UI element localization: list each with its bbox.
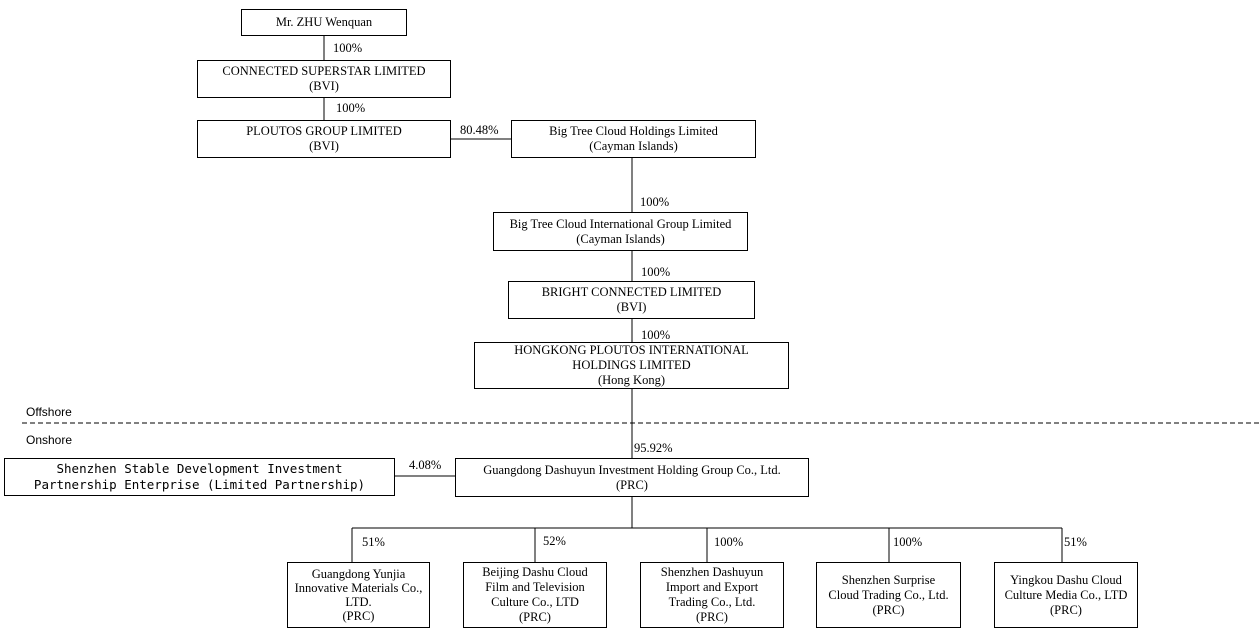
entity-ploutos-group: PLOUTOS GROUP LIMITED (BVI) [197, 120, 451, 158]
ownership-label: 4.08% [409, 458, 442, 472]
entity-jurisdiction: (PRC) [696, 610, 728, 624]
entity-name: Shenzhen Surprise [841, 572, 936, 587]
entity-jurisdiction: (BVI) [616, 300, 647, 314]
entity-shenzhen-surprise: Shenzhen Surprise Cloud Trading Co., Ltd… [816, 562, 961, 628]
entity-guangdong-yunjia: Guangdong Yunjia Innovative Materials Co… [287, 562, 430, 628]
ownership-label: 100% [336, 101, 366, 115]
ownership-label: 52% [543, 534, 566, 548]
entity-name: Mr. ZHU Wenquan [275, 15, 373, 29]
entity-name: PLOUTOS GROUP LIMITED [246, 124, 402, 138]
entity-beijing-dashu: Beijing Dashu Cloud Film and Television … [463, 562, 607, 628]
entity-name-cont: Import and Export [665, 580, 759, 594]
entity-big-tree-international: Big Tree Cloud International Group Limit… [493, 212, 748, 251]
entity-jurisdiction: (PRC) [1050, 602, 1082, 617]
entity-big-tree-holdings: Big Tree Cloud Holdings Limited (Cayman … [511, 120, 756, 158]
entity-guangdong-dashuyun: Guangdong Dashuyun Investment Holding Gr… [455, 458, 809, 497]
ownership-label: 51% [1064, 535, 1087, 549]
onshore-label: Onshore [26, 433, 73, 447]
entity-name-cont: Film and Television [485, 580, 585, 594]
entity-name: Shenzhen Stable Development Investment [56, 461, 343, 476]
entity-yingkou-dashu: Yingkou Dashu Cloud Culture Media Co., L… [994, 562, 1138, 628]
entity-name-cont: Trading Co., Ltd. [668, 595, 756, 609]
ownership-label: 100% [714, 535, 744, 549]
entity-name: CONNECTED SUPERSTAR LIMITED [222, 64, 426, 78]
entity-hongkong-ploutos: HONGKONG PLOUTOS INTERNATIONAL HOLDINGS … [474, 342, 789, 389]
entity-connected-superstar: CONNECTED SUPERSTAR LIMITED (BVI) [197, 60, 451, 98]
entity-name-cont: Partnership Enterprise (Limited Partners… [33, 477, 366, 492]
ownership-label: 51% [362, 535, 385, 549]
entity-jurisdiction: (Cayman Islands) [576, 231, 665, 246]
entity-name-cont: Innovative Materials Co., [294, 581, 423, 595]
entity-name-cont: HOLDINGS LIMITED [572, 358, 691, 372]
entity-bright-connected: BRIGHT CONNECTED LIMITED (BVI) [508, 281, 755, 319]
ownership-label: 100% [641, 328, 671, 342]
entity-name-cont: Cloud Trading Co., Ltd. [828, 587, 949, 602]
entity-name: Big Tree Cloud Holdings Limited [549, 124, 718, 138]
entity-shenzhen-dashuyun: Shenzhen Dashuyun Import and Export Trad… [640, 562, 784, 628]
entity-zhu-wenquan: Mr. ZHU Wenquan [241, 9, 407, 36]
ownership-label: 95.92% [634, 441, 673, 455]
ownership-label: 100% [640, 195, 670, 209]
entity-name-cont: LTD. [345, 595, 372, 609]
entity-name: Guangdong Dashuyun Investment Holding Gr… [483, 462, 781, 477]
entity-shenzhen-stable: Shenzhen Stable Development Investment P… [4, 458, 395, 496]
entity-name: HONGKONG PLOUTOS INTERNATIONAL [514, 343, 749, 357]
entity-jurisdiction: (PRC) [872, 602, 905, 617]
offshore-label: Offshore [26, 405, 72, 419]
entity-name: Yingkou Dashu Cloud [1010, 572, 1122, 587]
entity-jurisdiction: (PRC) [342, 609, 375, 623]
entity-name-cont: Culture Co., LTD [491, 595, 579, 609]
entity-name-cont: Culture Media Co., LTD [1004, 587, 1128, 602]
entity-jurisdiction: (BVI) [309, 79, 339, 93]
entity-name: Big Tree Cloud International Group Limit… [509, 216, 732, 231]
entity-jurisdiction: (BVI) [309, 139, 339, 153]
entity-jurisdiction: (Hong Kong) [597, 373, 665, 387]
entity-jurisdiction: (PRC) [519, 610, 551, 624]
entity-jurisdiction: (Cayman Islands) [589, 139, 678, 153]
entity-name: Beijing Dashu Cloud [482, 565, 588, 579]
ownership-label: 100% [641, 265, 671, 279]
entity-name: Shenzhen Dashuyun [660, 565, 764, 579]
ownership-label: 100% [893, 535, 923, 549]
ownership-label: 80.48% [460, 123, 499, 137]
ownership-label: 100% [333, 41, 363, 55]
entity-name: Guangdong Yunjia [311, 567, 406, 581]
entity-jurisdiction: (PRC) [616, 477, 648, 492]
entity-name: BRIGHT CONNECTED LIMITED [541, 285, 722, 299]
